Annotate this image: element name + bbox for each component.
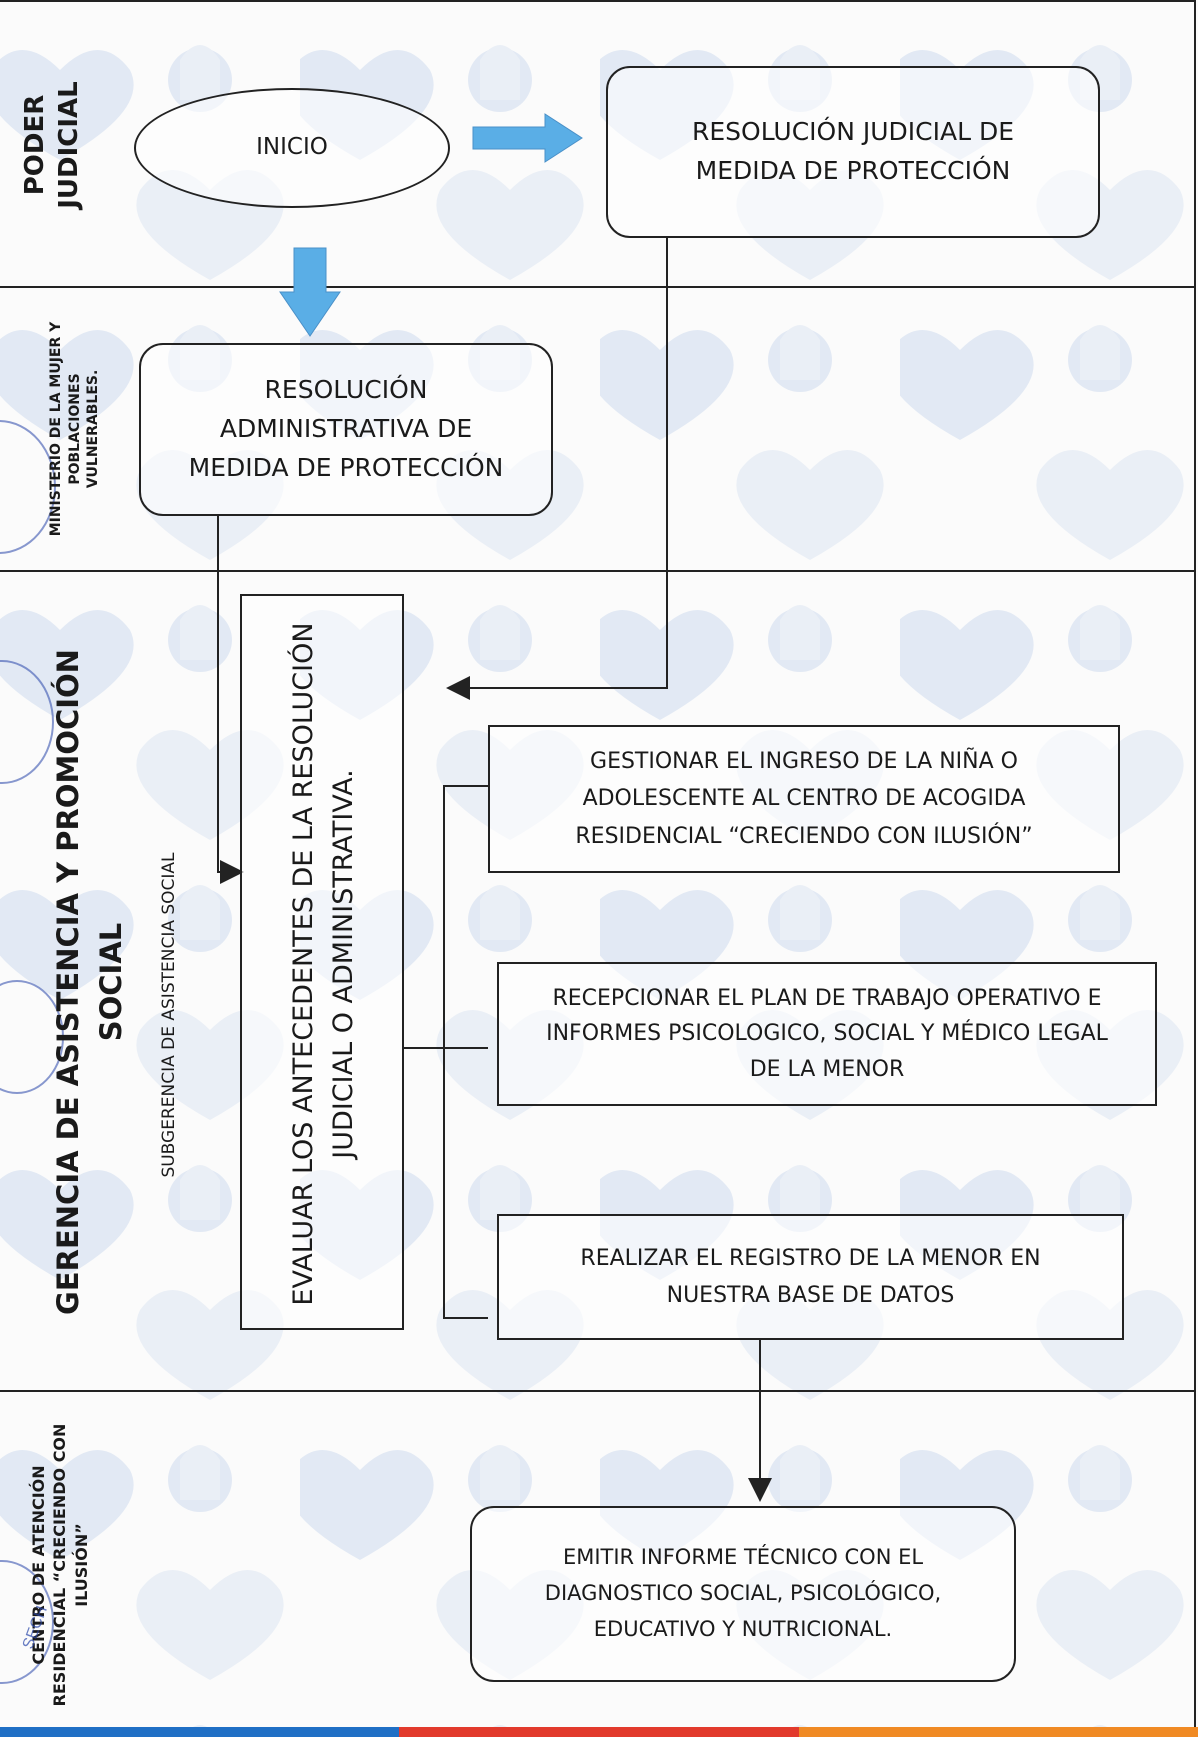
connector-judicial-to-evaluar: [446, 238, 668, 700]
bottom-color-bar: [0, 1727, 1198, 1737]
bracket-steps: [443, 785, 488, 1319]
block-arrow-down: [279, 247, 341, 337]
node-evaluar: EVALUAR LOS ANTECEDENTES DE LA RESOLUCIÓ…: [240, 594, 404, 1330]
svg-text:SECH: SECH: [20, 1604, 51, 1652]
start-node-inicio: INICIO: [134, 88, 450, 208]
node-gestionar: GESTIONAR EL INGRESO DE LA NIÑA O ADOLES…: [488, 725, 1120, 873]
node-resolucion-administrativa: RESOLUCIÓN ADMINISTRATIVA DE MEDIDA DE P…: [139, 343, 553, 516]
node-resolucion-judicial: RESOLUCIÓN JUDICIAL DE MEDIDA DE PROTECC…: [606, 66, 1100, 238]
node-recepcionar: RECEPCIONAR EL PLAN DE TRABAJO OPERATIVO…: [497, 962, 1157, 1106]
connector-admin-to-evaluar: [217, 516, 244, 884]
node-emitir: EMITIR INFORME TÉCNICO CON EL DIAGNOSTIC…: [470, 1506, 1016, 1682]
seal-lettering: SECH: [20, 1604, 51, 1652]
node-evaluar-text: EVALUAR LOS ANTECEDENTES DE LA RESOLUCIÓ…: [287, 622, 360, 1306]
node-registrar: REALIZAR EL REGISTRO DE LA MENOR EN NUES…: [497, 1214, 1124, 1340]
block-arrow-right: [472, 113, 583, 163]
